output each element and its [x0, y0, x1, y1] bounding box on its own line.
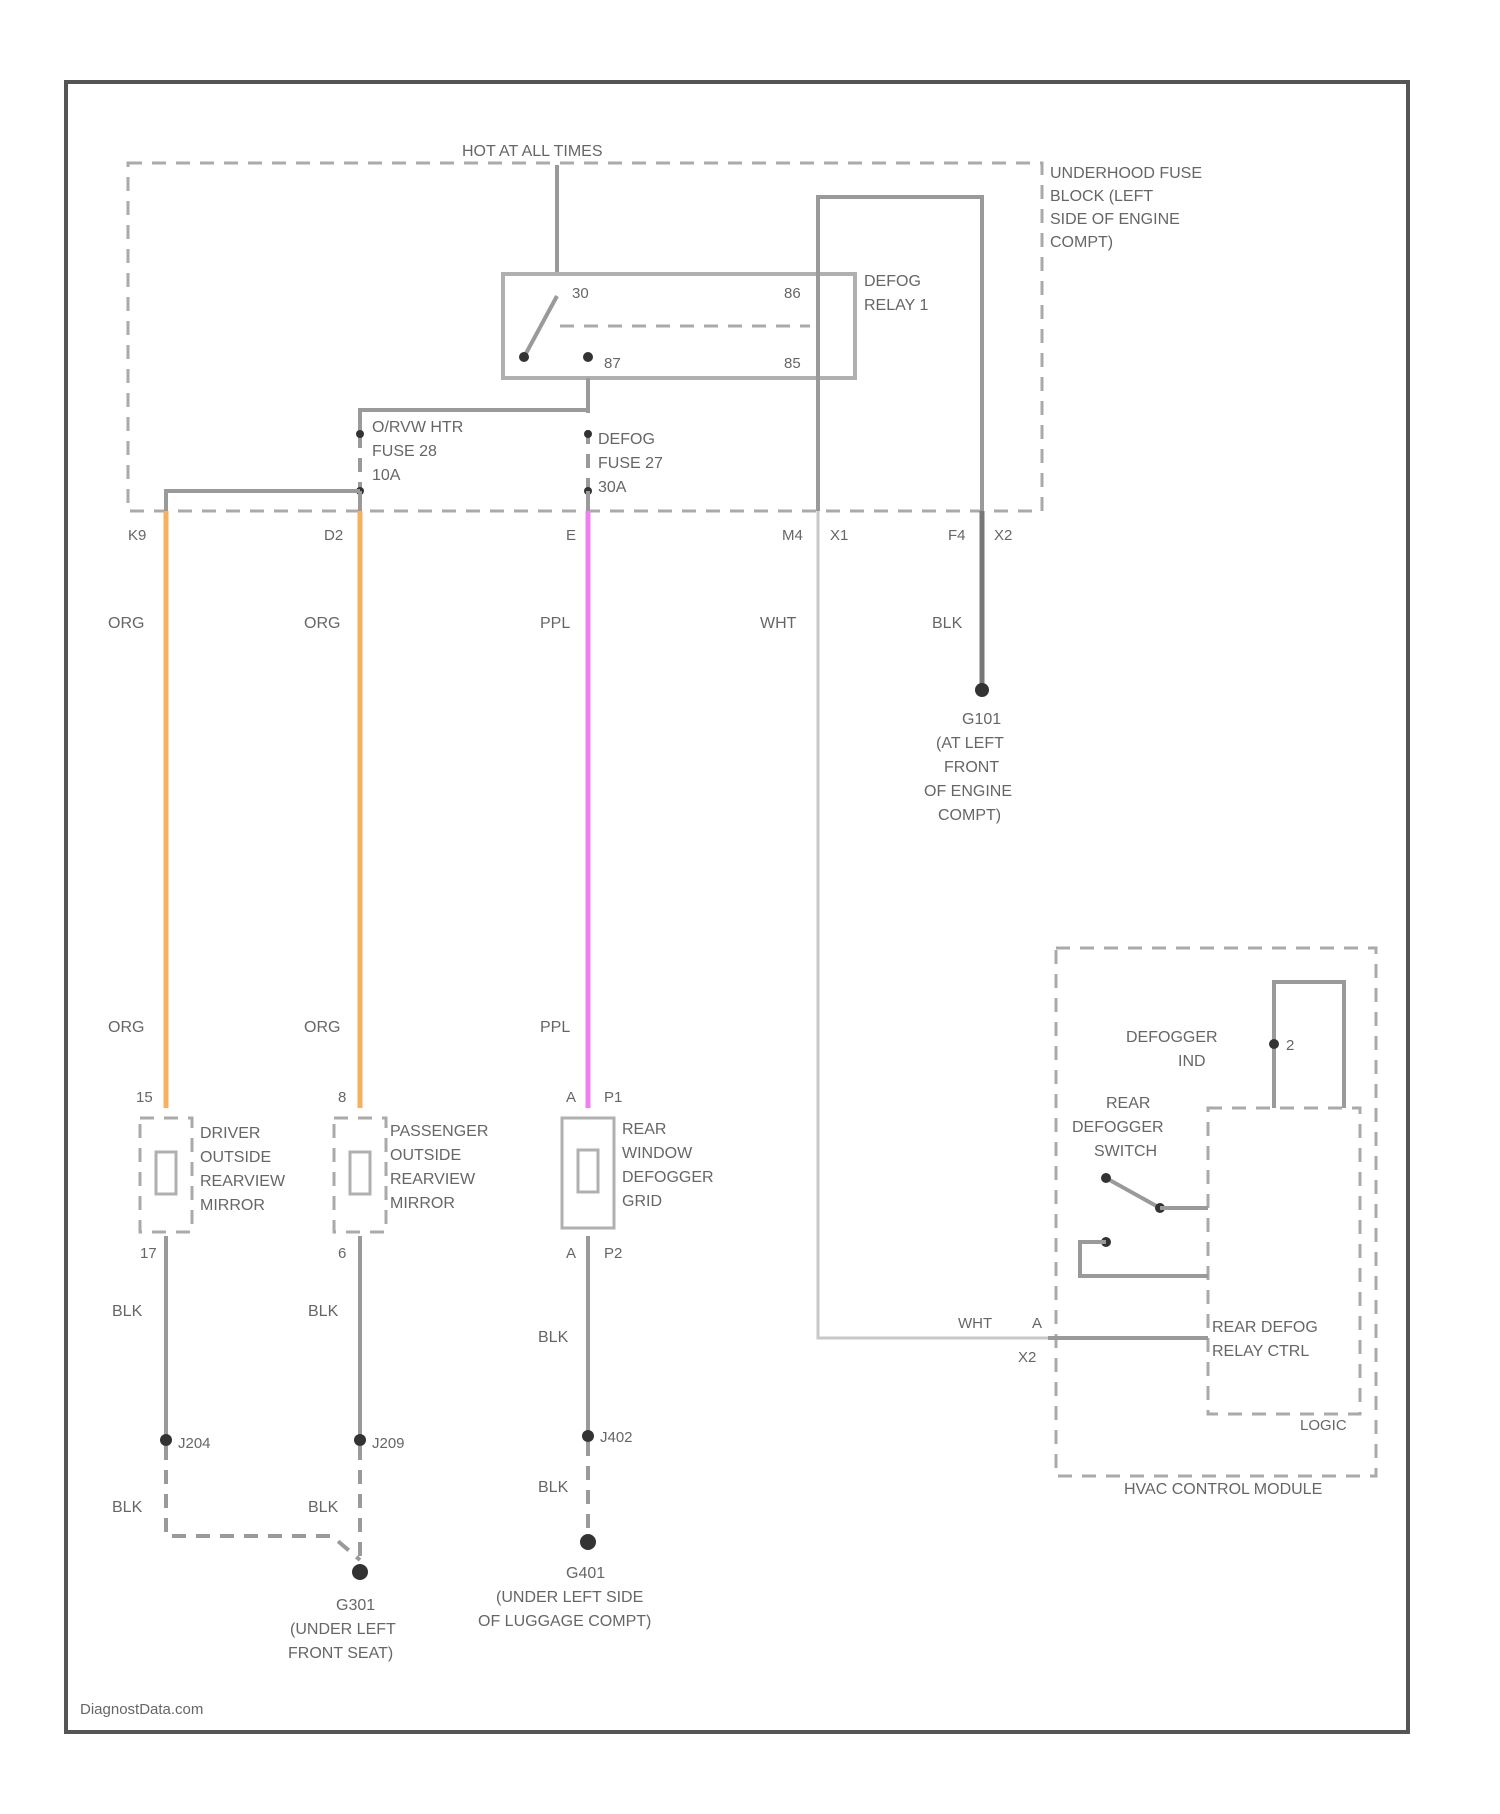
hot-at-all-times-label: HOT AT ALL TIMES	[462, 143, 603, 160]
svg-text:10A: 10A	[372, 467, 401, 484]
splice-j204	[160, 1434, 172, 1446]
svg-text:REARVIEW: REARVIEW	[200, 1173, 286, 1190]
svg-text:DEFOGGER: DEFOGGER	[1072, 1119, 1164, 1136]
defogger-ind-pin: 2	[1286, 1037, 1294, 1054]
relay-pin-86: 86	[784, 285, 801, 302]
defogger-pin-a-top: A	[566, 1089, 576, 1106]
driver-mirror-pin-bottom: 17	[140, 1245, 157, 1262]
connector-pin-x2: X2	[994, 527, 1012, 544]
relay-switch-pivot	[519, 352, 529, 362]
svg-text:G401: G401	[566, 1565, 605, 1582]
svg-text:SWITCH: SWITCH	[1094, 1143, 1157, 1160]
wire-color-label: WHT	[760, 615, 797, 632]
hvac-pin-a: A	[1032, 1315, 1042, 1332]
svg-text:OUTSIDE: OUTSIDE	[390, 1147, 461, 1164]
svg-text:FRONT: FRONT	[944, 759, 999, 776]
connector-pin-m4: M4	[782, 527, 803, 544]
svg-text:FRONT SEAT): FRONT SEAT)	[288, 1645, 393, 1662]
wire-color-label: PPL	[540, 615, 570, 632]
svg-text:DEFOG: DEFOG	[864, 273, 921, 290]
splice-j209	[354, 1434, 366, 1446]
svg-text:UNDERHOOD FUSE: UNDERHOOD FUSE	[1050, 165, 1202, 182]
connector-pin-e: E	[566, 527, 576, 544]
wire-color-label: BLK	[538, 1479, 569, 1496]
svg-text:FUSE 27: FUSE 27	[598, 455, 663, 472]
defogger-pin-p1: P1	[604, 1089, 622, 1106]
hvac-logic-label: LOGIC	[1300, 1417, 1347, 1434]
svg-text:WINDOW: WINDOW	[622, 1145, 693, 1162]
svg-text:OUTSIDE: OUTSIDE	[200, 1149, 271, 1166]
svg-text:DEFOGGER: DEFOGGER	[622, 1169, 714, 1186]
wire-color-label: BLK	[932, 615, 963, 632]
passenger-mirror-pin-bottom: 6	[338, 1245, 346, 1262]
driver-mirror-pin-top: 15	[136, 1089, 153, 1106]
splice-j402	[582, 1430, 594, 1442]
ground-g301-node	[352, 1564, 368, 1580]
svg-text:RELAY CTRL: RELAY CTRL	[1212, 1343, 1309, 1360]
rear-defogger-switch-contact	[1101, 1173, 1111, 1183]
svg-text:COMPT): COMPT)	[938, 807, 1001, 824]
svg-text:DEFOG: DEFOG	[598, 431, 655, 448]
hvac-control-module-label: HVAC CONTROL MODULE	[1124, 1481, 1322, 1498]
wire-color-label: ORG	[108, 1019, 144, 1036]
defog-fuse-node	[584, 430, 592, 438]
svg-text:BLOCK (LEFT: BLOCK (LEFT	[1050, 188, 1153, 205]
connector-pin-d2: D2	[324, 527, 343, 544]
mirror-fuse-node	[356, 430, 364, 438]
svg-text:DRIVER: DRIVER	[200, 1125, 260, 1142]
defogger-pin-a-bottom: A	[566, 1245, 576, 1262]
relay-pin-85: 85	[784, 355, 801, 372]
svg-text:GRID: GRID	[622, 1193, 662, 1210]
svg-text:DEFOGGER: DEFOGGER	[1126, 1029, 1218, 1046]
defogger-pin-p2: P2	[604, 1245, 622, 1262]
svg-text:IND: IND	[1178, 1053, 1206, 1070]
svg-text:OF ENGINE: OF ENGINE	[924, 783, 1012, 800]
svg-text:(UNDER LEFT SIDE: (UNDER LEFT SIDE	[496, 1589, 643, 1606]
wire-color-label: BLK	[112, 1303, 143, 1320]
connector-pin-x1: X1	[830, 527, 848, 544]
svg-text:MIRROR: MIRROR	[200, 1197, 265, 1214]
splice-j209-label: J209	[372, 1435, 405, 1452]
svg-text:RELAY 1: RELAY 1	[864, 297, 928, 314]
wire-color-label: ORG	[304, 1019, 340, 1036]
svg-text:OF LUGGAGE COMPT): OF LUGGAGE COMPT)	[478, 1613, 651, 1630]
relay-pin-87: 87	[604, 355, 621, 372]
svg-text:PASSENGER: PASSENGER	[390, 1123, 488, 1140]
wire-color-label: ORG	[304, 615, 340, 632]
hvac-wht-label: WHT	[958, 1315, 992, 1332]
svg-text:REAR: REAR	[1106, 1095, 1150, 1112]
svg-text:SIDE OF ENGINE: SIDE OF ENGINE	[1050, 211, 1180, 228]
wire-color-label: BLK	[112, 1499, 143, 1516]
wire-color-label: PPL	[540, 1019, 570, 1036]
ground-g101-node	[975, 683, 989, 697]
svg-text:30A: 30A	[598, 479, 627, 496]
svg-text:(UNDER LEFT: (UNDER LEFT	[290, 1621, 396, 1638]
svg-text:O/RVW HTR: O/RVW HTR	[372, 419, 463, 436]
connector-pin-f4: F4	[948, 527, 966, 544]
defogger-ind-node	[1269, 1039, 1279, 1049]
wire-color-label: ORG	[108, 615, 144, 632]
connector-pin-k9: K9	[128, 527, 146, 544]
svg-text:MIRROR: MIRROR	[390, 1195, 455, 1212]
svg-text:REARVIEW: REARVIEW	[390, 1171, 476, 1188]
hvac-pin-x2: X2	[1018, 1349, 1036, 1366]
relay-contact-87	[583, 352, 593, 362]
svg-text:COMPT): COMPT)	[1050, 234, 1113, 251]
wire-color-label: BLK	[308, 1499, 339, 1516]
wire-color-label: BLK	[308, 1303, 339, 1320]
svg-text:REAR DEFOG: REAR DEFOG	[1212, 1319, 1318, 1336]
watermark: DiagnostData.com	[80, 1701, 203, 1718]
wire-color-label: BLK	[538, 1329, 569, 1346]
svg-text:(AT LEFT: (AT LEFT	[936, 735, 1004, 752]
ground-g401-node	[580, 1534, 596, 1550]
svg-text:REAR: REAR	[622, 1121, 666, 1138]
svg-text:G301: G301	[336, 1597, 375, 1614]
svg-text:G101: G101	[962, 711, 1001, 728]
passenger-mirror-pin-top: 8	[338, 1089, 346, 1106]
svg-text:FUSE 28: FUSE 28	[372, 443, 437, 460]
relay-pin-30: 30	[572, 285, 589, 302]
splice-j204-label: J204	[178, 1435, 211, 1452]
splice-j402-label: J402	[600, 1429, 633, 1446]
